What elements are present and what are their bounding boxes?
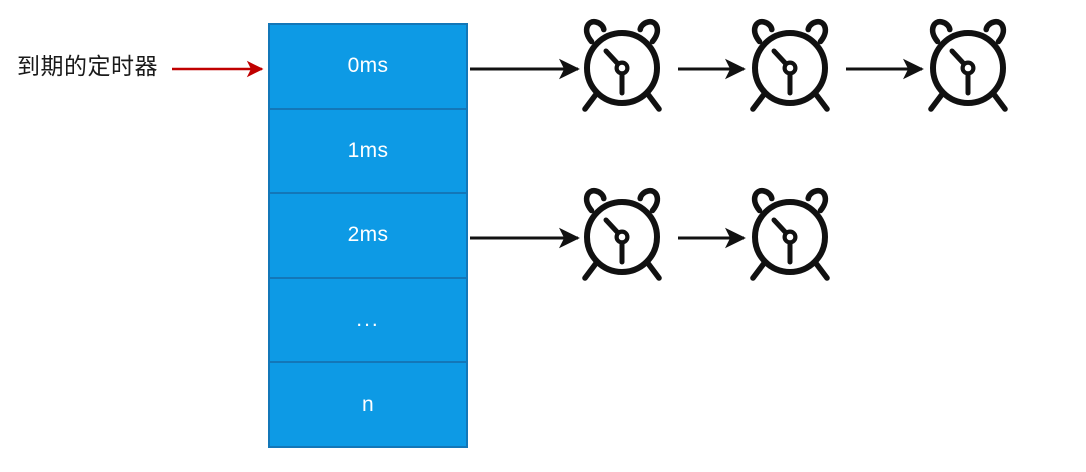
bucket-cell-0ms[interactable]: 0ms [270,25,466,110]
alarm-clock-icon[interactable] [753,191,827,278]
alarm-clock-icon[interactable] [931,22,1005,109]
bucket-cell-n[interactable]: n [361,392,375,416]
timer-bucket-column: 0ms 1ms 2ms ... n [268,23,468,448]
bucket-cell-ellipsis[interactable]: ... [270,279,466,364]
bucket-cell-1ms[interactable]: 1ms [270,110,466,195]
alarm-clock-icon[interactable] [585,191,659,278]
bucket-cell-2ms[interactable]: 2ms [270,194,466,279]
source-label: 到期的定时器 [17,54,158,80]
alarm-clock-icon[interactable] [753,22,827,109]
alarm-clock-icon[interactable] [585,22,659,109]
